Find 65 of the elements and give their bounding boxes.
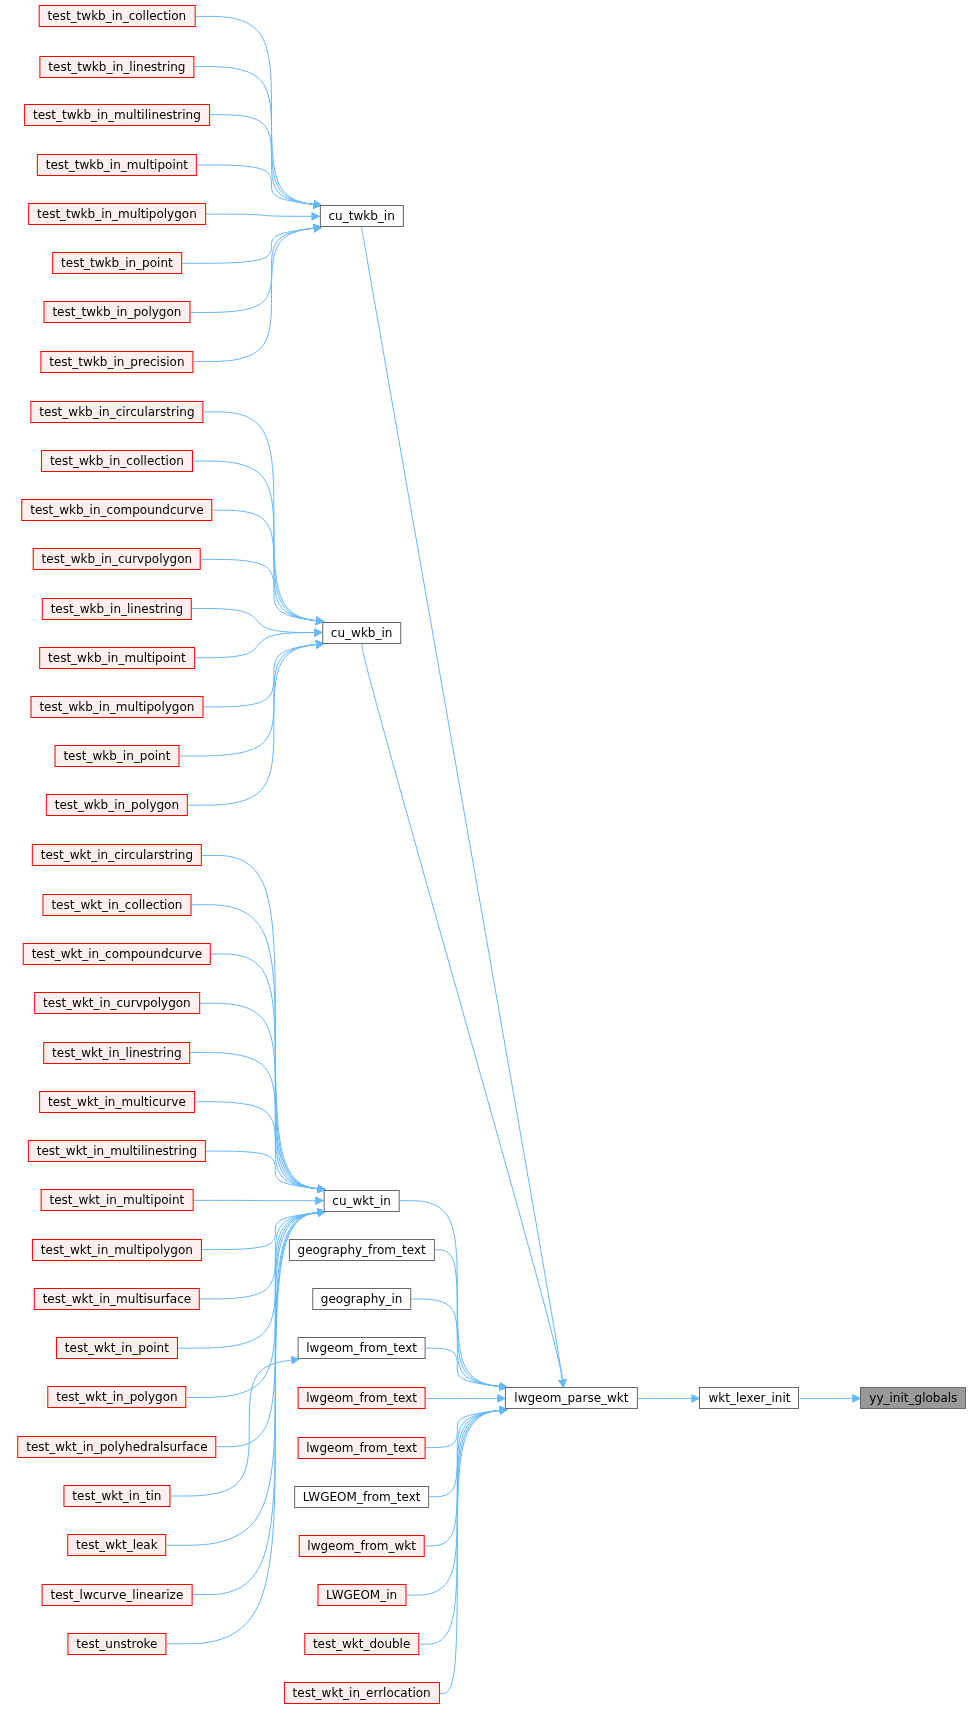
function-box: test_lwcurve_linearize — [41, 1583, 193, 1606]
function-box: cu_wkt_in — [323, 1189, 400, 1212]
function-box: lwgeom_from_text — [297, 1337, 426, 1360]
function-box: LWGEOM_in — [317, 1584, 407, 1607]
function-box: test_wkt_in_multilinestring — [27, 1140, 206, 1163]
call-arrow — [200, 558, 325, 626]
function-box: test_wkt_in_polygon — [47, 1386, 187, 1409]
function-box: test_wkb_in_multipolygon — [30, 695, 204, 718]
function-box: cu_twkb_in — [319, 205, 404, 228]
call-arrow — [194, 628, 323, 659]
function-box: wkt_lexer_init — [699, 1387, 800, 1410]
function-box: LWGEOM_from_text — [293, 1485, 430, 1508]
function-box: test_twkb_in_multipoint — [36, 153, 198, 176]
function-box: test_wkb_in_polygon — [45, 794, 189, 817]
function-box: test_wkt_leak — [67, 1534, 167, 1557]
function-box: test_twkb_in_polygon — [43, 301, 191, 324]
function-box: geography_from_text — [288, 1238, 435, 1261]
call-arrow — [192, 1196, 325, 1206]
function-box: test_wkt_in_compoundcurve — [22, 943, 212, 965]
function-box: test_wkb_in_collection — [40, 450, 193, 473]
function-box: test_wkt_in_tin — [63, 1485, 171, 1507]
function-box: test_wkt_in_multicurve — [39, 1090, 195, 1113]
function-box: test_wkt_in_circularstring — [31, 844, 203, 867]
call-arrow — [205, 211, 321, 221]
call-arrow — [196, 164, 323, 209]
function-box: test_wkt_in_errlocation — [283, 1682, 440, 1705]
function-box: test_twkb_in_multilinestring — [23, 103, 210, 126]
call-arrow — [799, 1393, 862, 1403]
function-box: lwgeom_from_wkt — [298, 1534, 425, 1557]
function-box: cu_wkb_in — [321, 621, 402, 644]
function-box: lwgeom_from_text — [297, 1387, 426, 1410]
function-box: test_wkt_in_multipoint — [40, 1189, 194, 1212]
function-box: test_wkb_in_curvpolygon — [32, 548, 202, 571]
function-box: test_wkt_in_collection — [42, 893, 192, 916]
function-box: test_wkt_in_linestring — [43, 1041, 191, 1064]
function-box: test_wkb_in_circularstring — [30, 400, 204, 423]
call-arrow — [169, 1355, 301, 1497]
function-box: test_wkb_in_point — [54, 745, 180, 767]
function-box: test_wkb_in_multipoint — [39, 646, 195, 669]
function-box: test_wkt_double — [303, 1633, 420, 1656]
call-arrow — [205, 1150, 327, 1194]
function-box: test_twkb_in_linestring — [39, 55, 195, 78]
call-arrow — [193, 223, 323, 363]
function-box: test_twkb_in_collection — [38, 5, 196, 28]
function-box: test_twkb_in_multipolygon — [28, 203, 206, 226]
function-box: test_wkb_in_linestring — [41, 597, 193, 620]
function-box: test_wkt_in_point — [55, 1337, 178, 1360]
function-box: geography_in — [311, 1288, 412, 1310]
function-box: lwgeom_parse_wkt — [505, 1387, 638, 1410]
function-box: test_wkb_in_compoundcurve — [21, 499, 213, 522]
function-box: test_wkt_in_polyhedralsurface — [17, 1435, 217, 1458]
function-box: test_twkb_in_precision — [40, 350, 194, 373]
call-arrow — [361, 643, 567, 1389]
function-box: test_wkt_in_multisurface — [33, 1287, 201, 1310]
function-box: test_unstroke — [67, 1632, 167, 1655]
call-arrow — [439, 1405, 509, 1694]
function-box: test_wkt_in_multipolygon — [31, 1238, 202, 1261]
function-box: test_twkb_in_point — [52, 252, 182, 275]
call-arrow — [637, 1393, 701, 1403]
call-arrow — [425, 1347, 509, 1391]
call-arrow — [425, 1393, 507, 1403]
function-box: lwgeom_from_text — [297, 1436, 426, 1459]
function-box: test_wkt_in_curvpolygon — [34, 992, 200, 1015]
selected-function-box: yy_init_globals — [860, 1387, 967, 1410]
call-arrow — [187, 640, 325, 806]
